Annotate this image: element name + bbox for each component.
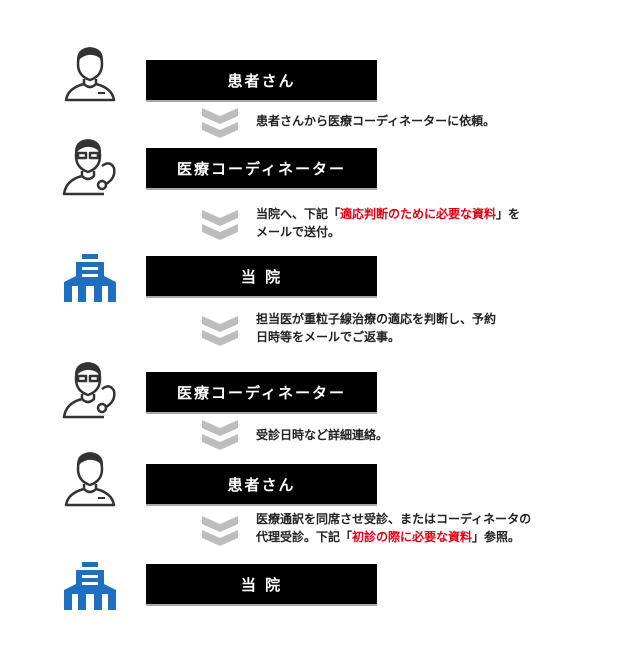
- step-bar-coordinator: 医療コーディネーター: [146, 372, 377, 414]
- double-chevron-down-icon: [200, 104, 240, 140]
- transition-note-3: 担当医が重粒子線治療の適応を判断し、予約 日時等をメールでご返事。: [256, 312, 497, 344]
- coordinator-icon: [58, 134, 122, 198]
- step-bar-patient: 患者さん: [146, 60, 377, 102]
- transition-note-1: 患者さんから医療コーディネーターに依頼。: [256, 114, 496, 128]
- transition-note-4: 受診日時など詳細連絡。: [256, 428, 389, 442]
- double-chevron-down-icon: [200, 416, 240, 452]
- first-visit-documents-link: 初診の際に必要な資料: [352, 530, 473, 544]
- step-bar-patient: 患者さん: [146, 464, 377, 506]
- required-documents-link: 適応判断のために必要な資料: [340, 207, 497, 221]
- patient-icon: [58, 447, 122, 511]
- double-chevron-down-icon: [200, 312, 240, 348]
- step-bar-hospital: 当 院: [146, 256, 377, 298]
- patient-icon: [58, 42, 122, 106]
- double-chevron-down-icon: [200, 206, 240, 242]
- coordinator-icon: [58, 357, 122, 421]
- step-bar-coordinator: 医療コーディネーター: [146, 148, 377, 190]
- hospital-icon: [62, 560, 118, 612]
- double-chevron-down-icon: [200, 512, 240, 548]
- transition-note-2: 当院へ、下記「適応判断のために必要な資料」を メールで送付。: [256, 207, 521, 239]
- transition-note-5: 医療通訳を同席させ受診、またはコーディネータの 代理受診。下記「初診の際に必要な…: [256, 512, 532, 544]
- hospital-icon: [62, 252, 118, 304]
- step-bar-hospital: 当 院: [146, 564, 377, 606]
